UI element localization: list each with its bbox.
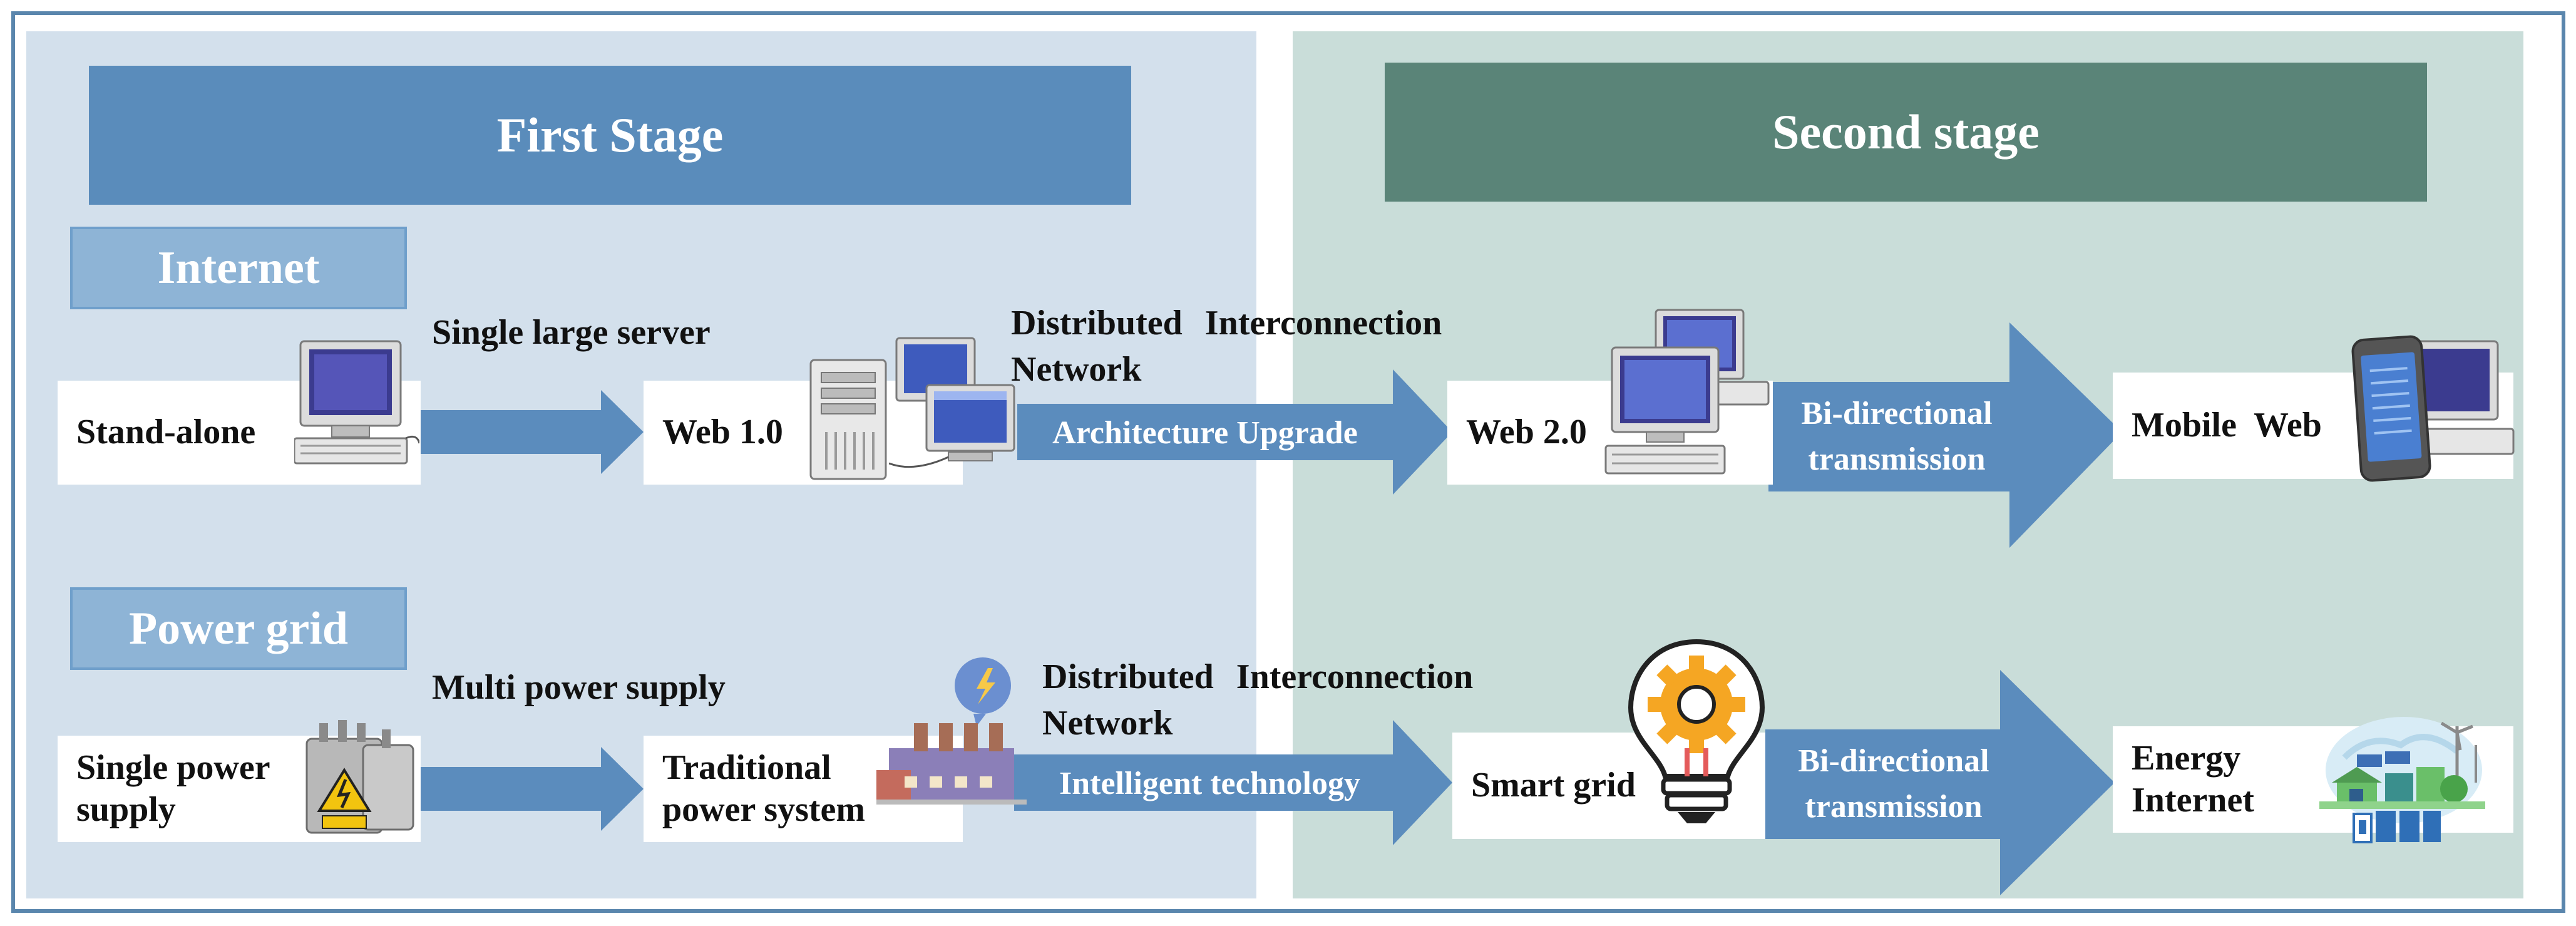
server-icon — [809, 359, 887, 480]
bidirectional-line1: Bi-directional — [1801, 395, 1993, 431]
distributed-network-label-power: Distributed Interconnection Network — [1042, 654, 1473, 747]
smart-grid-lightbulb-icon — [1628, 639, 1765, 823]
single-power-line2: supply — [76, 790, 176, 829]
power-grid-category-label: Power grid — [70, 587, 407, 670]
web2-label: Web 2.0 — [1466, 413, 1587, 452]
arrow-web1-to-web2 — [1017, 369, 1452, 495]
bidirectional-label-power: Bi-directional transmission — [1765, 733, 2022, 836]
arrow-traditional-to-smartgrid — [1014, 720, 1452, 845]
electrical-transformer-icon — [305, 720, 414, 834]
diagram-frame — [11, 11, 2565, 913]
desktop-computer-icon — [294, 340, 419, 465]
distributed-line1: Distributed Interconnection — [1011, 304, 1442, 342]
bidirectional-line1: Bi-directional — [1798, 743, 1989, 779]
architecture-upgrade-label: Architecture Upgrade — [1052, 415, 1358, 451]
energy-internet-line1: Energy — [2132, 738, 2241, 778]
energy-internet-icon — [2319, 717, 2485, 843]
networked-computers-icon — [889, 337, 1015, 468]
arrow-standalone-to-web1 — [421, 390, 644, 474]
tablet-phone-icon — [2351, 335, 2515, 482]
networked-computers-icon-web2 — [1604, 309, 1770, 475]
distributed-line2: Network — [1011, 349, 1142, 389]
distributed-line1: Distributed Interconnection — [1042, 657, 1474, 696]
arrow-smartgrid-to-energy — [1765, 670, 2115, 895]
multi-power-supply-label: Multi power supply — [432, 668, 726, 707]
single-large-server-label: Single large server — [432, 313, 711, 352]
web1-label: Web 1.0 — [662, 413, 783, 452]
intelligent-technology-label: Intelligent technology — [1059, 766, 1360, 802]
bidirectional-line2: transmission — [1808, 441, 1986, 477]
smart-grid-label: Smart grid — [1471, 766, 1636, 805]
mobile-web-label: Mobile Web — [2132, 406, 2322, 445]
traditional-line1: Traditional — [662, 748, 831, 787]
stand-alone-label: Stand-alone — [76, 413, 256, 452]
bidirectional-label-internet: Bi-directional transmission — [1768, 385, 2025, 488]
distributed-network-label-internet: Distributed Interconnection Network — [1011, 301, 1442, 393]
arrow-single-to-traditional — [421, 747, 644, 831]
power-plant-icon — [876, 657, 1027, 805]
second-stage-header: Second stage — [1385, 63, 2427, 202]
bidirectional-line2: transmission — [1805, 788, 1983, 825]
traditional-line2: power system — [662, 790, 866, 829]
energy-internet-line2: Internet — [2132, 781, 2254, 820]
traditional-power-system-node: Traditional power system — [644, 736, 963, 842]
first-stage-header: First Stage — [89, 66, 1131, 205]
arrow-web2-to-mobile — [1768, 322, 2122, 548]
distributed-line2: Network — [1042, 703, 1173, 743]
internet-category-label: Internet — [70, 227, 407, 309]
single-power-line1: Single power — [76, 748, 270, 787]
